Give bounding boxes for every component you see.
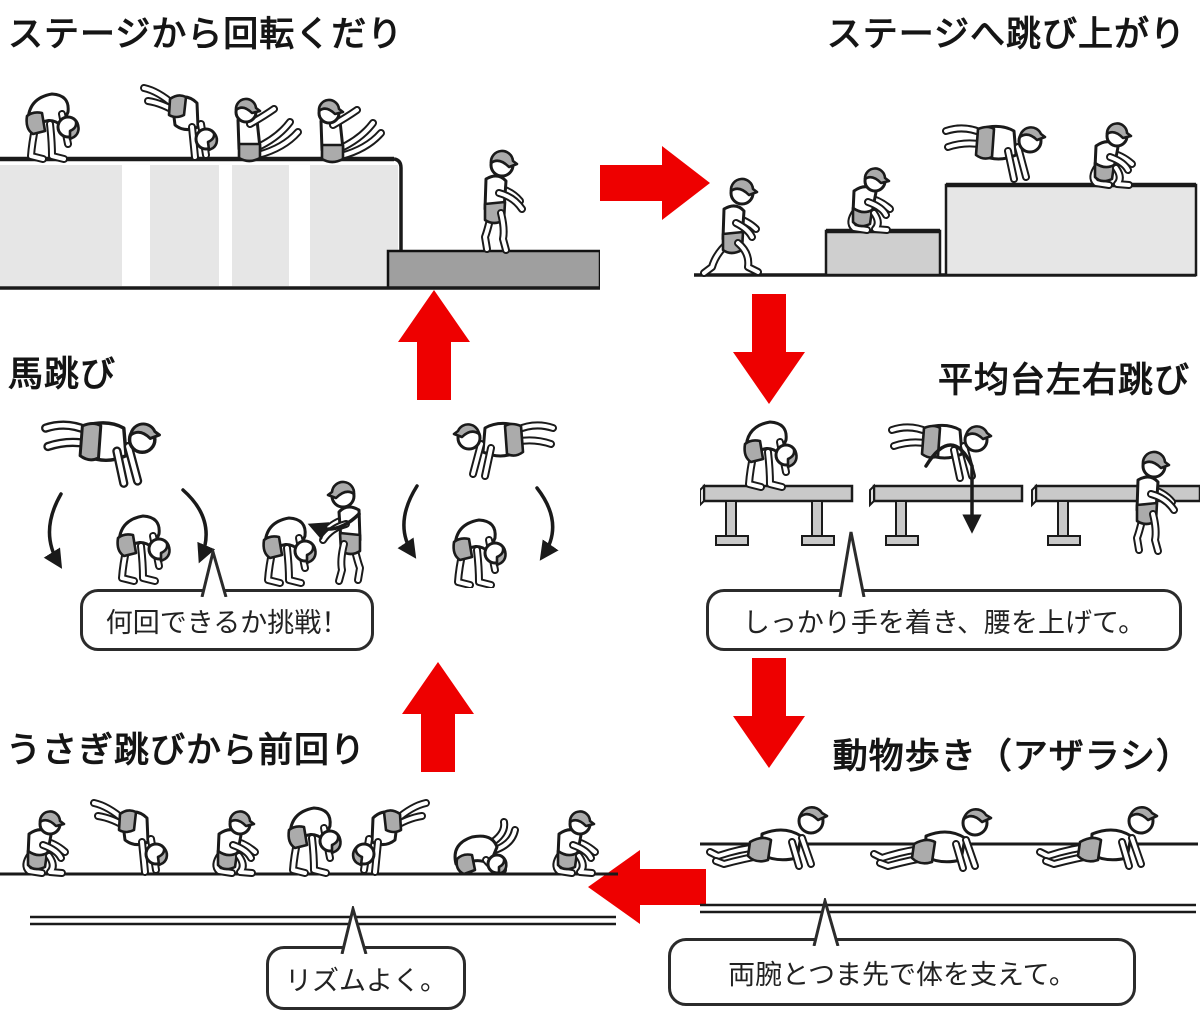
callout-tail xyxy=(340,906,368,954)
illustration-beam xyxy=(700,402,1200,572)
illustration-rabbit xyxy=(0,782,618,926)
callout-beam: しっかり手を着き、腰を上げて。 xyxy=(706,531,1182,651)
callout-leapfrog-text: 何回できるか挑戦！ xyxy=(105,607,349,638)
callout-animal-walk-text: 両腕とつま先で体を支えて。 xyxy=(728,959,1076,990)
callout-rabbit-text: リズムよく。 xyxy=(285,965,447,996)
callout-tail xyxy=(838,531,866,597)
arrow-right-icon xyxy=(600,146,710,220)
illustration-leapfrog xyxy=(25,398,559,588)
illustration-animal-walk xyxy=(700,790,1198,914)
callout-tail xyxy=(200,549,228,597)
arrow-up-icon xyxy=(402,662,474,772)
illustration-stage-up xyxy=(694,55,1198,290)
callout-tail xyxy=(812,898,840,946)
arrow-down-icon xyxy=(733,658,805,768)
callout-leapfrog: 何回できるか挑戦！ xyxy=(80,549,374,651)
title-rabbit: うさぎ跳びから前回り xyxy=(6,731,367,770)
arrow-up-icon xyxy=(398,290,470,400)
title-leapfrog: 馬跳び xyxy=(8,355,117,394)
title-animal-walk: 動物歩き（アザラシ） xyxy=(832,737,1192,776)
title-beam: 平均台左右跳び xyxy=(937,361,1190,400)
illustration-stage-down xyxy=(0,55,600,290)
callout-animal-walk: 両腕とつま先で体を支えて。 xyxy=(668,898,1136,1006)
callout-rabbit: リズムよく。 xyxy=(266,906,466,1010)
callout-beam-text: しっかり手を着き、腰を上げて。 xyxy=(742,607,1146,638)
arrow-left-icon xyxy=(588,850,706,924)
title-stage-down: ステージから回転くだり xyxy=(8,15,404,54)
title-stage-up: ステージへ跳び上がり xyxy=(826,15,1186,54)
arrow-down-icon xyxy=(733,294,805,404)
